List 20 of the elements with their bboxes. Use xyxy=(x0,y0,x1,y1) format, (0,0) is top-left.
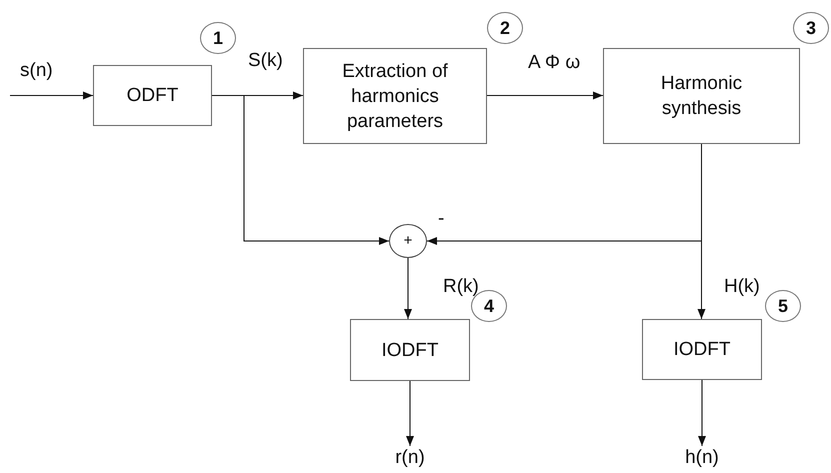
process-box: IODFT xyxy=(642,319,762,380)
arrow xyxy=(486,92,604,100)
output-signal-label: r(n) xyxy=(385,446,435,470)
process-box: ODFT xyxy=(93,65,212,126)
arrow xyxy=(698,380,706,446)
process-box: Harmonic synthesis xyxy=(603,48,800,144)
arrow xyxy=(212,95,390,245)
output-signal-label: h(n) xyxy=(677,446,727,470)
edge-label: S(k) xyxy=(246,50,285,72)
process-box: IODFT xyxy=(350,319,470,381)
process-box: Extraction of harmonics parameters xyxy=(303,48,487,144)
arrow xyxy=(10,92,94,100)
callout-number: 2 xyxy=(487,12,523,44)
summing-junction: + xyxy=(389,224,427,258)
callout-number: 1 xyxy=(200,22,236,54)
callout-number: 3 xyxy=(793,12,829,44)
arrow xyxy=(406,380,414,446)
arrow xyxy=(698,144,706,320)
callout-number: 5 xyxy=(765,290,801,322)
arrow xyxy=(404,258,412,320)
